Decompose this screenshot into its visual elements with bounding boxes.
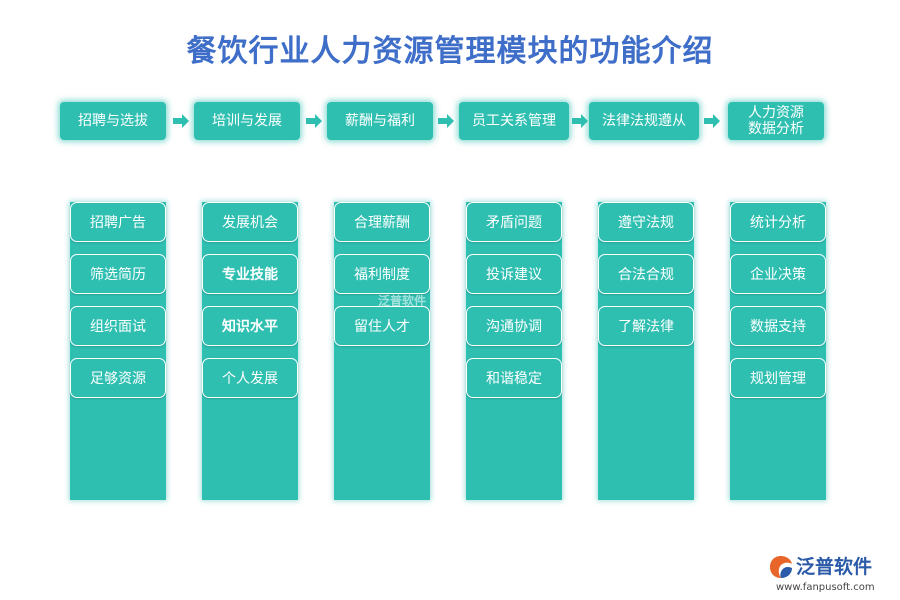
column-legal: 遵守法规 合法合规 了解法律 xyxy=(598,202,694,500)
category-header-label: 招聘与选拔 xyxy=(78,113,148,129)
column-recruitment: 招聘广告 筛选简历 组织面试 足够资源 xyxy=(70,202,166,500)
list-item: 留住人才 xyxy=(334,306,430,346)
list-item: 招聘广告 xyxy=(70,202,166,242)
list-item: 沟通协调 xyxy=(466,306,562,346)
category-header-compensation: 薪酬与福利 xyxy=(327,102,433,140)
category-header-training: 培训与发展 xyxy=(194,102,300,140)
category-header-legal: 法律法规遵从 xyxy=(589,102,699,140)
list-item: 组织面试 xyxy=(70,306,166,346)
list-item: 个人发展 xyxy=(202,358,298,398)
list-item: 福利制度 xyxy=(334,254,430,294)
list-item: 了解法律 xyxy=(598,306,694,346)
arrow-right-icon xyxy=(703,112,721,130)
arrow-right-icon xyxy=(437,112,455,130)
list-item: 合法合规 xyxy=(598,254,694,294)
list-item: 专业技能 xyxy=(202,254,298,294)
arrow-right-icon xyxy=(305,112,323,130)
column-employee-relations: 矛盾问题 投诉建议 沟通协调 和谐稳定 xyxy=(466,202,562,500)
category-header-label: 培训与发展 xyxy=(212,113,282,129)
diagram-title: 餐饮行业人力资源管理模块的功能介绍 xyxy=(186,34,714,69)
list-item: 和谐稳定 xyxy=(466,358,562,398)
list-item: 筛选简历 xyxy=(70,254,166,294)
list-item: 发展机会 xyxy=(202,202,298,242)
list-item: 投诉建议 xyxy=(466,254,562,294)
list-item: 合理薪酬 xyxy=(334,202,430,242)
column-training: 发展机会 专业技能 知识水平 个人发展 xyxy=(202,202,298,500)
list-item: 规划管理 xyxy=(730,358,826,398)
category-header-data-analysis: 人力资源 数据分析 xyxy=(728,102,824,140)
list-item: 遵守法规 xyxy=(598,202,694,242)
fanpu-logo-icon xyxy=(768,554,794,580)
category-header-label: 法律法规遵从 xyxy=(602,113,686,129)
category-header-employee-relations: 员工关系管理 xyxy=(459,102,569,140)
category-header-label: 员工关系管理 xyxy=(472,113,556,129)
arrow-right-icon xyxy=(172,112,190,130)
category-header-recruitment: 招聘与选拔 xyxy=(60,102,166,140)
column-data-analysis: 统计分析 企业决策 数据支持 规划管理 xyxy=(730,202,826,500)
list-item: 矛盾问题 xyxy=(466,202,562,242)
list-item: 足够资源 xyxy=(70,358,166,398)
list-item: 数据支持 xyxy=(730,306,826,346)
list-item: 企业决策 xyxy=(730,254,826,294)
category-header-label: 薪酬与福利 xyxy=(345,113,415,129)
brand-name: 泛普软件 xyxy=(796,556,873,578)
brand-url: www.fanpusoft.com xyxy=(776,582,875,593)
arrow-right-icon xyxy=(571,112,589,130)
watermark: 泛普软件 xyxy=(378,294,427,308)
list-item: 知识水平 xyxy=(202,306,298,346)
list-item: 统计分析 xyxy=(730,202,826,242)
column-compensation: 合理薪酬 福利制度 留住人才 xyxy=(334,202,430,500)
category-header-label: 人力资源 数据分析 xyxy=(748,105,804,137)
